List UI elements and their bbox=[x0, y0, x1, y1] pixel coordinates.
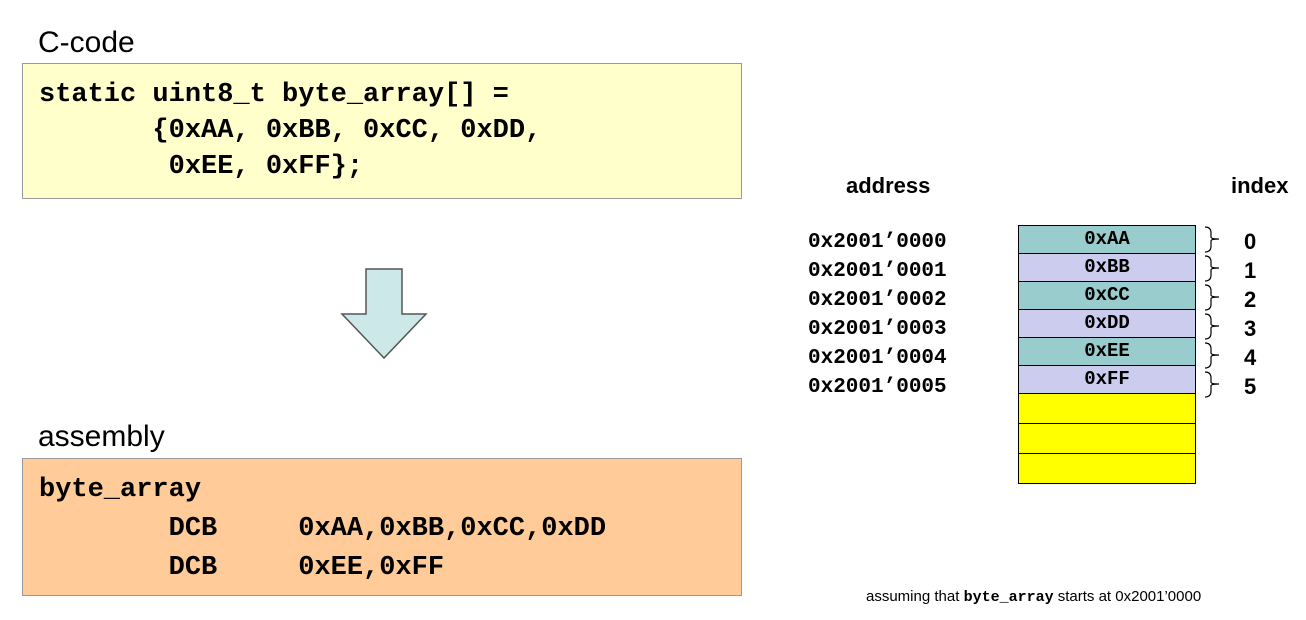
address-value: 0x2001’0001 bbox=[808, 260, 947, 283]
memory-cell: 0xFF bbox=[1018, 365, 1196, 394]
index-header: index bbox=[1231, 173, 1289, 198]
address-value: 0x2001’0004 bbox=[808, 347, 947, 370]
address-header: address bbox=[846, 173, 931, 198]
memory-cell: 0xAA bbox=[1018, 225, 1196, 254]
index-value: 5 bbox=[1244, 374, 1257, 399]
address-value: 0x2001’0003 bbox=[808, 318, 947, 341]
index-value: 1 bbox=[1244, 258, 1257, 283]
empty-memory-cell bbox=[1018, 453, 1196, 484]
memory-cell: 0xDD bbox=[1018, 309, 1196, 338]
address-value: 0x2001’0005 bbox=[808, 376, 947, 399]
c-code-line: {0xAA, 0xBB, 0xCC, 0xDD, bbox=[39, 116, 542, 146]
memory-cell: 0xEE bbox=[1018, 337, 1196, 366]
footnote: assuming that byte_array starts at 0x200… bbox=[866, 588, 1201, 606]
footnote-suffix: starts at 0x2001’0000 bbox=[1053, 588, 1202, 605]
footnote-prefix: assuming that bbox=[866, 588, 964, 605]
c-code-line: 0xEE, 0xFF}; bbox=[39, 152, 364, 182]
brace-icon bbox=[1204, 284, 1220, 311]
index-value: 0 bbox=[1244, 229, 1257, 254]
memory-cell: 0xCC bbox=[1018, 281, 1196, 310]
footnote-code: byte_array bbox=[963, 589, 1054, 606]
empty-memory-cell bbox=[1018, 393, 1196, 424]
c-code-label: C-code bbox=[38, 26, 135, 59]
assembly-box: byte_array DCB 0xAA,0xBB,0xCC,0xDD DCB 0… bbox=[22, 458, 742, 596]
address-value: 0x2001’0000 bbox=[808, 231, 947, 254]
assembly-line: DCB 0xEE,0xFF bbox=[39, 553, 445, 583]
address-value: 0x2001’0002 bbox=[808, 289, 947, 312]
brace-icon bbox=[1204, 313, 1220, 340]
index-value: 2 bbox=[1244, 287, 1257, 312]
down-arrow-icon bbox=[340, 268, 428, 360]
assembly-line: DCB 0xAA,0xBB,0xCC,0xDD bbox=[39, 514, 607, 544]
c-code-box: static uint8_t byte_array[] = {0xAA, 0xB… bbox=[22, 63, 742, 199]
c-code-line: static uint8_t byte_array[] = bbox=[39, 80, 509, 110]
index-value: 4 bbox=[1244, 345, 1257, 370]
empty-memory-cell bbox=[1018, 423, 1196, 454]
brace-icon bbox=[1204, 342, 1220, 369]
brace-icon bbox=[1204, 255, 1220, 282]
memory-column: 0xAA 0xBB 0xCC 0xDD 0xEE 0xFF bbox=[1018, 225, 1196, 484]
index-value: 3 bbox=[1244, 316, 1257, 341]
brace-icon bbox=[1204, 226, 1220, 253]
assembly-label: assembly bbox=[38, 420, 165, 453]
assembly-line: byte_array bbox=[39, 475, 202, 505]
brace-icon bbox=[1204, 371, 1220, 398]
memory-cell: 0xBB bbox=[1018, 253, 1196, 282]
